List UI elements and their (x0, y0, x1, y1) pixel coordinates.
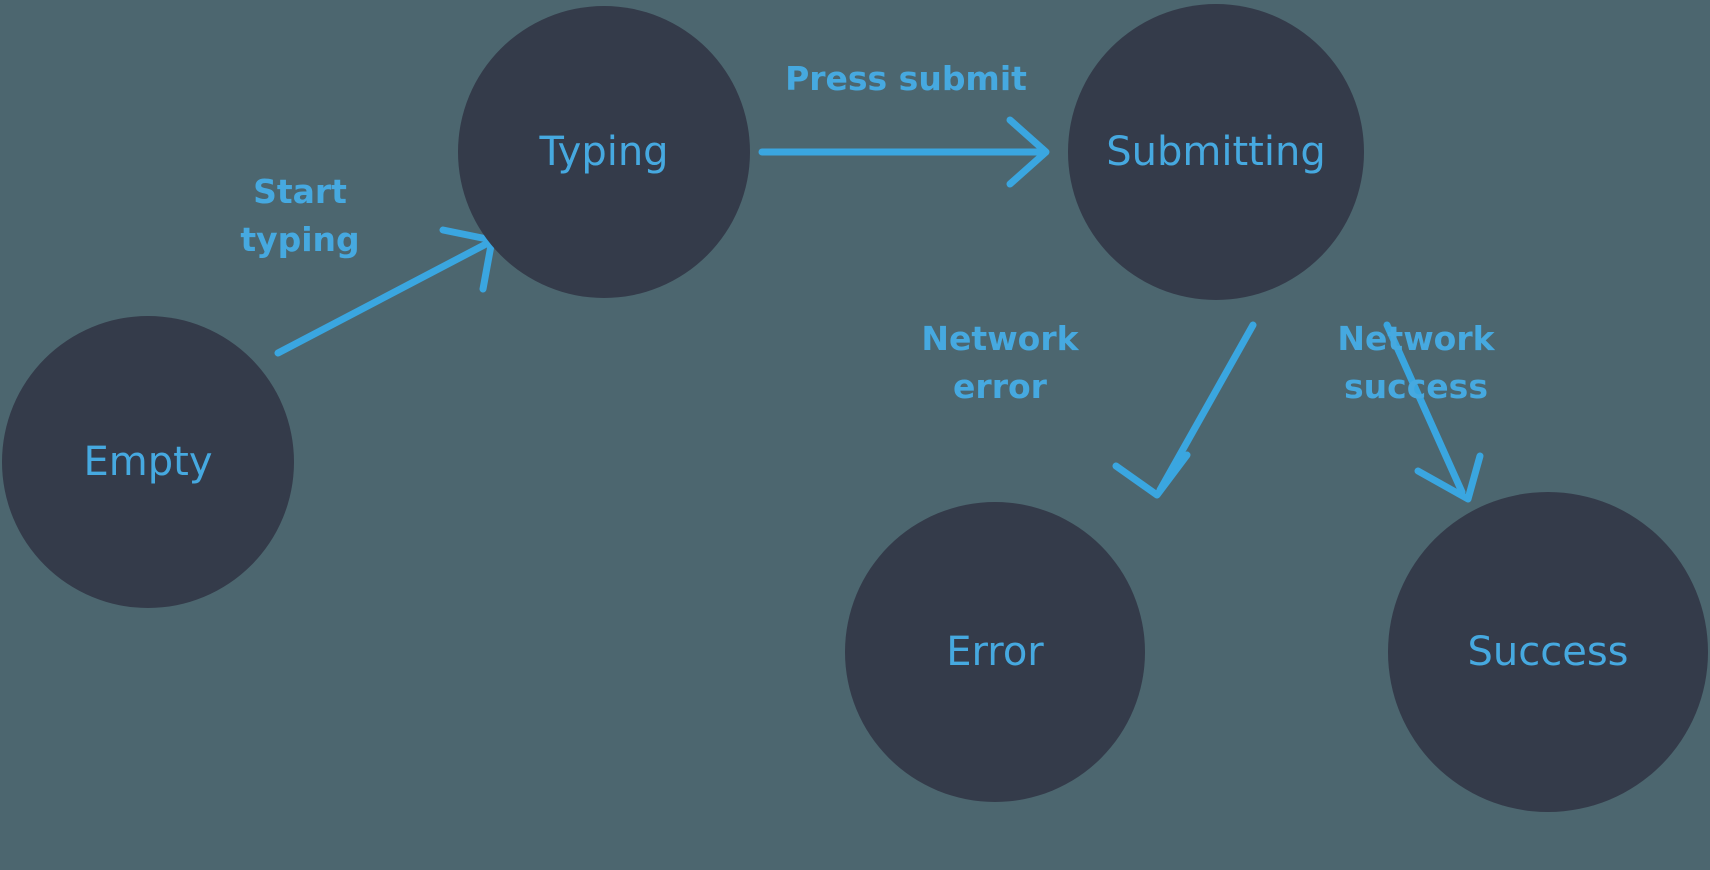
state-circle-success (1388, 492, 1708, 812)
state-circle-empty (2, 316, 294, 608)
transition-label-start-typing: Start typing (240, 172, 359, 259)
transition-label-line: typing (240, 220, 359, 259)
transition-label-press-submit: Press submit (785, 59, 1027, 98)
state-label-success: Success (1467, 629, 1628, 675)
transition-line-network-error (1156, 321, 1257, 494)
state-label-typing: Typing (538, 129, 668, 175)
arrowhead-icon (1414, 452, 1484, 503)
state-circle-submitting (1068, 4, 1364, 300)
transition-label-line: Start (253, 172, 347, 211)
transition-press-submit[interactable]: Press submit (758, 59, 1050, 188)
transition-network-error[interactable]: Network error (921, 319, 1257, 499)
transition-label-network-error: Network error (921, 319, 1079, 406)
state-node-empty[interactable]: Empty (2, 316, 294, 608)
state-node-submitting[interactable]: Submitting (1068, 4, 1364, 300)
state-node-typing[interactable]: Typing (458, 6, 750, 298)
state-node-error[interactable]: Error (845, 502, 1145, 802)
state-label-empty: Empty (84, 439, 213, 485)
transition-label-line: Network (1337, 319, 1495, 358)
arrowhead-icon (1112, 451, 1191, 499)
transition-label-line: Press submit (785, 59, 1027, 98)
transition-label-line: success (1344, 367, 1488, 406)
transition-label-network-success: Network success (1337, 319, 1495, 406)
state-label-submitting: Submitting (1106, 129, 1325, 175)
state-circle-typing (458, 6, 750, 298)
state-circle-error (845, 502, 1145, 802)
state-node-success[interactable]: Success (1388, 492, 1708, 812)
transition-label-line: Network (921, 319, 1079, 358)
transition-line-start-typing (274, 239, 492, 357)
transition-network-success[interactable]: Network success (1337, 319, 1496, 503)
transition-line-network-success (1383, 321, 1466, 496)
state-label-error: Error (946, 629, 1044, 675)
arrowhead-icon (1006, 116, 1050, 188)
transition-label-line: error (953, 367, 1048, 406)
